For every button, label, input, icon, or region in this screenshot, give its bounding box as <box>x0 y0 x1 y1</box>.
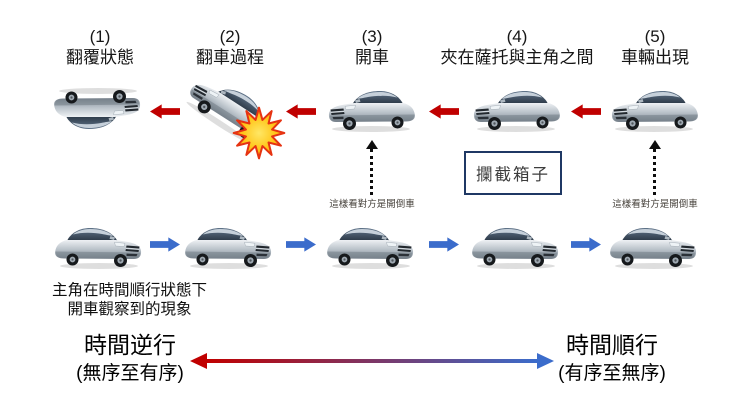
car-icon <box>610 84 700 134</box>
explosion-icon <box>230 106 288 160</box>
car-icon <box>472 84 562 134</box>
observer-caption: 主角在時間順行狀態下 開車觀察到的現象 <box>22 281 237 319</box>
intercept-box: 攔截箱子 <box>464 151 562 195</box>
dotted-up-arrow-icon <box>649 140 661 149</box>
forward-arrow-icon <box>428 237 460 252</box>
car-icon <box>608 221 698 271</box>
time-forward-sub: (有序至無序) <box>558 363 666 384</box>
step-1-label: (1) 翻覆狀態 <box>35 26 165 68</box>
step-3-label: (3) 開車 <box>307 26 437 68</box>
step-2-label: (2) 翻車過程 <box>165 26 295 68</box>
time-axis-arrow-icon <box>190 353 554 369</box>
time-reverse-label: 時間逆行 (無序至有序) <box>40 331 220 387</box>
car-icon <box>470 221 560 271</box>
time-forward-label: 時間順行 (有序至無序) <box>522 331 702 387</box>
step-number: (4) <box>506 27 528 46</box>
step-title: 開車 <box>355 48 389 67</box>
dotted-up-arrow-icon <box>370 149 373 195</box>
step-number: (2) <box>219 27 241 46</box>
reverse-arrow-icon <box>149 104 181 119</box>
observer-caption-line2: 開車觀察到的現象 <box>67 301 192 318</box>
reverse-view-note: 這樣看對方是開倒車 <box>612 199 698 210</box>
reverse-arrow-icon <box>570 104 602 119</box>
car-icon <box>53 221 143 271</box>
time-reverse-title: 時間逆行 <box>84 332 176 358</box>
forward-arrow-icon <box>149 237 181 252</box>
step-title: 車輛出現 <box>621 48 689 67</box>
time-reverse-sub: (無序至有序) <box>76 363 184 384</box>
intercept-box-label: 攔截箱子 <box>476 166 550 184</box>
flipped-car-icon <box>52 86 142 136</box>
step-title: 夾在薩托與主角之間 <box>440 48 594 67</box>
time-forward-title: 時間順行 <box>566 332 658 358</box>
dotted-up-arrow-icon <box>366 140 378 149</box>
step-number: (3) <box>361 27 383 46</box>
step-number: (5) <box>644 27 666 46</box>
car-icon <box>325 221 415 271</box>
reverse-arrow-icon <box>285 104 317 119</box>
step-number: (1) <box>89 27 111 46</box>
observer-caption-line1: 主角在時間順行狀態下 <box>51 282 207 299</box>
reverse-arrow-icon <box>428 104 460 119</box>
step-title: 翻覆狀態 <box>66 48 134 67</box>
car-icon <box>327 84 417 134</box>
reverse-view-note: 這樣看對方是開倒車 <box>329 199 415 210</box>
step-4-label: (4) 夾在薩托與主角之間 <box>427 26 607 68</box>
forward-arrow-icon <box>285 237 317 252</box>
forward-arrow-icon <box>570 237 602 252</box>
step-5-label: (5) 車輛出現 <box>590 26 720 68</box>
dotted-up-arrow-icon <box>653 149 656 195</box>
car-icon <box>183 221 273 271</box>
step-title: 翻車過程 <box>196 48 264 67</box>
